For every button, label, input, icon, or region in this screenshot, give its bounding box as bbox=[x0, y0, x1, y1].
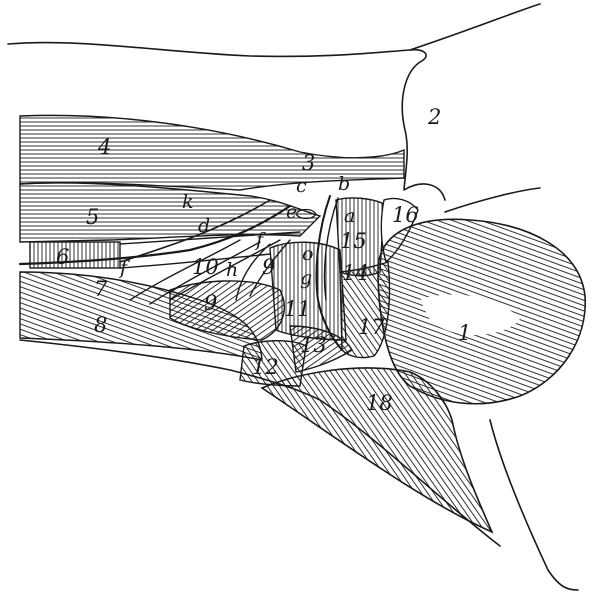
label-5: 5 bbox=[86, 205, 99, 229]
label-7: 7 bbox=[94, 277, 108, 301]
nerve-branch-h bbox=[235, 239, 291, 301]
thigh-outline bbox=[489, 419, 579, 591]
label-6: 6 bbox=[56, 245, 69, 269]
label-b: b bbox=[338, 173, 350, 195]
body-outline-lower bbox=[19, 339, 501, 547]
label-18: 18 bbox=[366, 391, 393, 415]
label-g: g bbox=[300, 267, 312, 289]
label-9-lower: 9 bbox=[204, 291, 217, 315]
label-17: 17 bbox=[358, 315, 385, 339]
shoulder-outline bbox=[409, 3, 541, 51]
label-16: 16 bbox=[392, 203, 419, 227]
organ-1-highlight bbox=[420, 294, 520, 335]
label-13: 13 bbox=[300, 333, 327, 357]
label-15: 15 bbox=[340, 229, 367, 253]
label-d: d bbox=[198, 215, 210, 237]
vessel-b-parallel bbox=[323, 197, 339, 301]
label-e: e bbox=[286, 201, 297, 223]
label-o: o bbox=[302, 243, 313, 265]
label-12: 12 bbox=[252, 355, 279, 379]
label-c: c bbox=[296, 175, 307, 197]
label-f-left: f bbox=[118, 257, 130, 279]
muscle-4 bbox=[19, 114, 405, 191]
label-f-right: f bbox=[254, 229, 266, 251]
label-14: 14 bbox=[342, 261, 369, 285]
label-h: h bbox=[226, 259, 238, 281]
label-k: k bbox=[182, 191, 194, 213]
label-1: 1 bbox=[458, 321, 471, 345]
nerve-branch-d bbox=[119, 199, 271, 263]
label-8: 8 bbox=[94, 313, 107, 337]
vessel-b bbox=[315, 195, 343, 351]
label-4: 4 bbox=[97, 135, 111, 159]
nerve-main bbox=[18, 204, 292, 266]
body-outline-upper bbox=[7, 41, 446, 201]
ganglion-e bbox=[295, 208, 317, 220]
muscle-5 bbox=[19, 182, 322, 243]
label-2: 2 bbox=[427, 105, 441, 129]
label-3: 3 bbox=[302, 151, 315, 175]
bone-6-shaft bbox=[119, 231, 301, 269]
head-outline bbox=[444, 187, 541, 213]
label-10: 10 bbox=[192, 255, 219, 279]
label-11: 11 bbox=[284, 297, 311, 321]
label-9-upper: 9 bbox=[262, 255, 275, 279]
label-a: a bbox=[344, 205, 355, 227]
